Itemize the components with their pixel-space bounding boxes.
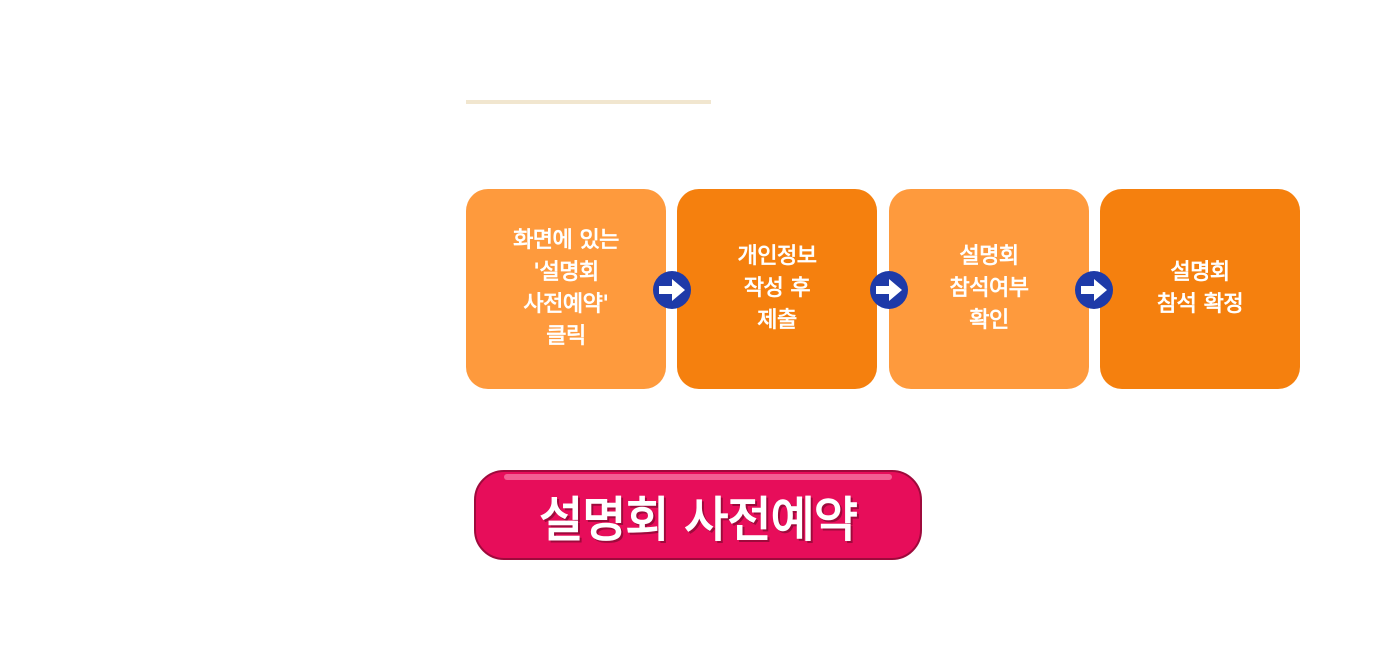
divider-line	[466, 100, 711, 104]
step-3-box: 설명회 참석여부 확인	[889, 189, 1089, 389]
arrow-right-icon	[1075, 271, 1113, 309]
step-2-box: 개인정보 작성 후 제출	[677, 189, 877, 389]
arrow-right-icon	[870, 271, 908, 309]
step-1-label: 화면에 있는 '설명회 사전예약' 클릭	[513, 228, 619, 349]
step-4-label: 설명회 참석 확정	[1156, 260, 1244, 317]
step-4-box: 설명회 참석 확정	[1100, 189, 1300, 389]
button-shine	[504, 474, 892, 480]
arrow-right-icon	[653, 271, 691, 309]
reservation-button[interactable]: 설명회 사전예약	[474, 470, 922, 560]
step-2-label: 개인정보 작성 후 제출	[737, 244, 817, 333]
step-3-label: 설명회 참석여부 확인	[949, 244, 1029, 333]
step-1-box: 화면에 있는 '설명회 사전예약' 클릭	[466, 189, 666, 389]
reservation-button-label: 설명회 사전예약	[539, 492, 858, 548]
